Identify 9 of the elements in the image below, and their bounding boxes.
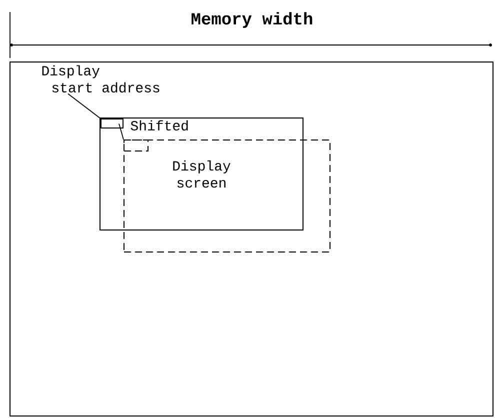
memory-area-box [10, 62, 494, 416]
callout-text: Shifted [130, 120, 188, 131]
callout-text: Display start address [42, 65, 160, 93]
shifted-screen-box [124, 140, 330, 252]
corner-box [124, 140, 148, 152]
leader-line [118, 123, 124, 140]
dimension-label: Memory width [192, 12, 312, 28]
corner-box [100, 118, 124, 128]
leader-line [68, 93, 101, 119]
